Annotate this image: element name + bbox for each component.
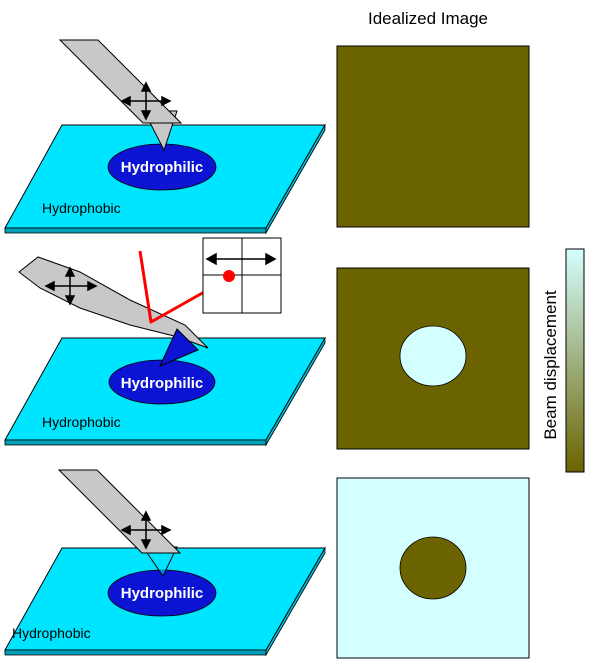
surface-edge — [4, 649, 267, 656]
afm-panel-1: Hydrophilic Hydrophobic — [4, 39, 326, 235]
cantilever — [58, 39, 183, 124]
colorbar-label: Beam displacement — [541, 290, 560, 440]
idealized-image-title: Idealized Image — [368, 9, 488, 28]
hydrophilic-label: Hydrophilic — [121, 585, 204, 602]
move-arrows-icon — [120, 510, 172, 550]
afm-panel-2: Hydrophilic Hydrophobic — [4, 237, 326, 447]
surface-edge — [4, 227, 267, 234]
move-arrows-icon — [44, 266, 98, 306]
idealized-image-1 — [336, 45, 530, 228]
hydrophilic-label: Hydrophilic — [121, 159, 204, 176]
dark-spot — [399, 536, 467, 600]
surface-side — [265, 336, 326, 447]
hydrophobic-label: Hydrophobic — [42, 200, 121, 216]
laser-spot — [223, 270, 235, 282]
photodetector — [202, 237, 282, 314]
afm-panel-3: Hydrophilic Hydrophobic — [4, 469, 326, 657]
hydrophobic-label: Hydrophobic — [12, 625, 91, 641]
cantilever — [57, 469, 182, 554]
surface-side — [265, 123, 326, 235]
bright-spot — [399, 325, 467, 387]
afm-tip — [159, 328, 199, 367]
hydrophobic-label: Hydrophobic — [42, 414, 121, 430]
move-arrows-icon — [120, 81, 172, 121]
hydrophilic-spot — [108, 359, 216, 405]
surface-edge — [4, 439, 267, 446]
horizontal-arrows-icon — [205, 252, 277, 266]
hydrophilic-label: Hydrophilic — [121, 375, 204, 392]
surface-side — [265, 546, 326, 657]
colorbar — [565, 248, 585, 473]
bent-cantilever — [18, 256, 209, 349]
